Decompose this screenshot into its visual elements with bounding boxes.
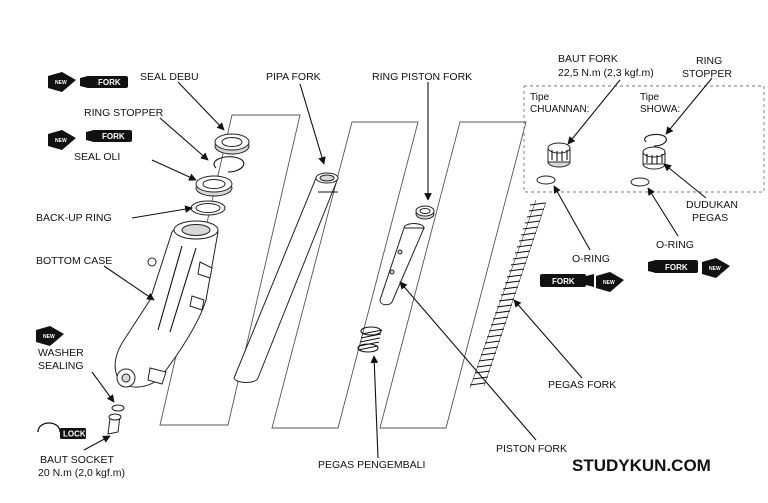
watermark: STUDYKUN.COM <box>572 456 711 475</box>
label-back-up-ring: BACK-UP RING <box>36 212 112 224</box>
pegas-fork-part <box>469 199 547 389</box>
label-seal-debu: SEAL DEBU <box>140 71 199 83</box>
ring-stopper-showa-part <box>644 133 667 147</box>
label-baut-socket-1: BAUT SOCKET <box>40 454 114 466</box>
ring-stopper-part <box>213 156 245 173</box>
fork-oil-icon: FORK <box>86 130 132 142</box>
label-baut-fork-1: BAUT FORK <box>558 53 618 65</box>
svg-text:LOCK: LOCK <box>63 430 86 439</box>
seal-debu-part <box>214 133 250 155</box>
svg-text:NEW: NEW <box>603 280 615 286</box>
label-ring-piston-fork: RING PISTON FORK <box>372 71 472 83</box>
pegas-pengembali-part <box>357 326 383 353</box>
label-pegas-pengembali: PEGAS PENGEMBALI <box>318 459 425 471</box>
svg-text:NEW: NEW <box>43 334 55 340</box>
label-tipe-showa-2: SHOWA: <box>640 104 680 115</box>
label-tipe-chuannan-2: CHUANNAN: <box>530 104 589 115</box>
svg-text:FORK: FORK <box>102 132 125 141</box>
new-part-icon: NEW <box>36 326 64 346</box>
fork-oil-icon: FORK <box>80 76 128 88</box>
svg-text:FORK: FORK <box>98 78 121 87</box>
label-baut-socket-2: 20 N.m (2,0 kgf.m) <box>38 467 125 479</box>
panel-pipa-fork <box>271 121 419 429</box>
panel-bolt-types <box>523 85 765 193</box>
svg-text:NEW: NEW <box>55 138 67 144</box>
label-dudukan-pegas-2: PEGAS <box>692 212 728 224</box>
label-ring-stopper-right-2: STOPPER <box>682 68 732 80</box>
leader-lines <box>83 77 713 459</box>
svg-text:NEW: NEW <box>55 80 67 86</box>
bottom-case-part <box>114 220 219 388</box>
label-pipa-fork: PIPA FORK <box>266 71 321 83</box>
label-o-ring-left: O-RING <box>572 253 610 265</box>
back-up-ring-part <box>190 200 226 216</box>
baut-socket-part <box>107 413 122 435</box>
seal-oli-part <box>195 175 233 197</box>
new-part-icon: NEW <box>48 130 76 150</box>
label-ring-stopper: RING STOPPER <box>84 107 164 119</box>
new-part-icon: NEW <box>596 272 624 292</box>
fork-oil-icon: FORK <box>540 274 594 287</box>
label-baut-fork-2: 22,5 N.m (2,3 kgf.m) <box>558 67 654 79</box>
label-piston-fork: PISTON FORK <box>496 443 567 455</box>
label-seal-oli: SEAL OLI <box>74 151 120 163</box>
o-ring-showa-part <box>630 177 650 187</box>
svg-text:FORK: FORK <box>665 263 688 272</box>
locking-agent-icon: LOCK <box>37 422 86 439</box>
label-washer-sealing-1: WASHER <box>38 347 84 359</box>
new-part-icon: NEW <box>48 72 76 92</box>
baut-fork-chuannan-part <box>547 142 571 168</box>
label-bottom-case: BOTTOM CASE <box>36 255 112 267</box>
panel-piston-fork <box>379 121 527 429</box>
label-o-ring-right: O-RING <box>656 239 694 251</box>
baut-fork-showa-part <box>642 146 666 170</box>
label-ring-stopper-right-1: RING <box>696 55 722 67</box>
label-washer-sealing-2: SEALING <box>38 360 84 372</box>
o-ring-chuannan-part <box>536 175 556 185</box>
washer-sealing-part <box>111 404 125 412</box>
label-tipe-showa-1: Tipe <box>640 92 660 103</box>
svg-text:FORK: FORK <box>552 277 575 286</box>
fork-oil-icon: FORK <box>648 260 698 273</box>
ring-piston-fork-part <box>415 205 435 220</box>
label-pegas-fork: PEGAS FORK <box>548 379 616 391</box>
new-part-icon: NEW <box>702 258 730 278</box>
piston-fork-part <box>379 223 425 306</box>
label-dudukan-pegas-1: DUDUKAN <box>686 199 738 211</box>
pipa-fork-part <box>233 172 339 383</box>
svg-text:NEW: NEW <box>709 266 721 272</box>
label-tipe-chuannan-1: Tipe <box>530 92 550 103</box>
